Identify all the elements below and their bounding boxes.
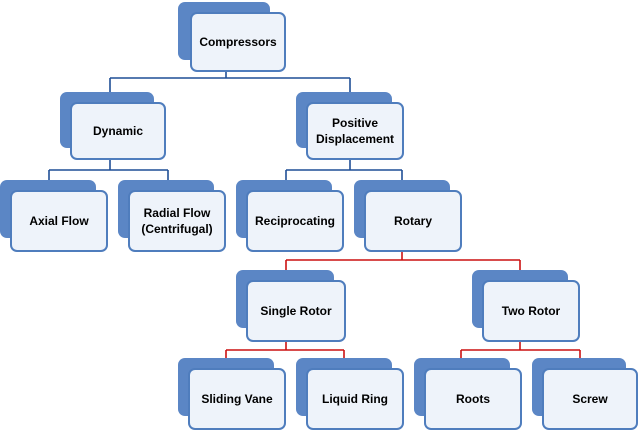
node-label: Single Rotor (246, 280, 346, 342)
node-axial-flow: Axial Flow (0, 180, 108, 252)
node-two-rotor: Two Rotor (472, 270, 580, 342)
node-roots: Roots (414, 358, 522, 430)
node-label: Sliding Vane (188, 368, 286, 430)
node-label: Positive Displacement (306, 102, 404, 160)
node-single-rotor: Single Rotor (236, 270, 346, 342)
node-label: Reciprocating (246, 190, 344, 252)
node-label: Roots (424, 368, 522, 430)
node-label: Liquid Ring (306, 368, 404, 430)
node-liquid-ring: Liquid Ring (296, 358, 404, 430)
node-label: Compressors (190, 12, 286, 72)
node-label: Screw (542, 368, 638, 430)
node-rotary: Rotary (354, 180, 462, 252)
node-compressors: Compressors (178, 2, 286, 72)
node-dynamic: Dynamic (60, 92, 166, 160)
node-reciprocating: Reciprocating (236, 180, 344, 252)
node-screw: Screw (532, 358, 638, 430)
node-label: Dynamic (70, 102, 166, 160)
node-label: Two Rotor (482, 280, 580, 342)
node-radial-flow: Radial Flow (Centrifugal) (118, 180, 226, 252)
node-label: Axial Flow (10, 190, 108, 252)
node-positive-displacement: Positive Displacement (296, 92, 404, 160)
node-sliding-vane: Sliding Vane (178, 358, 286, 430)
node-label: Radial Flow (Centrifugal) (128, 190, 226, 252)
node-label: Rotary (364, 190, 462, 252)
